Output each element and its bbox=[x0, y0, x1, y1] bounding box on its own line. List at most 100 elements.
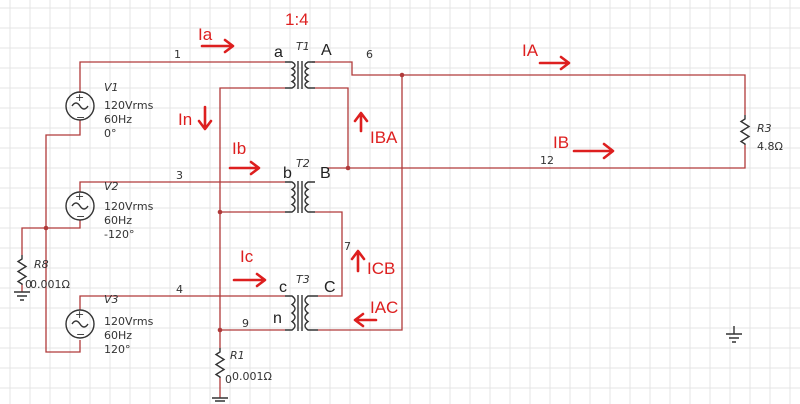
source-line: 60Hz bbox=[104, 113, 132, 126]
current-label: In bbox=[178, 110, 192, 129]
junction-node bbox=[43, 225, 49, 231]
terminal-label: c bbox=[279, 279, 287, 296]
wire-net-12[interactable] bbox=[327, 145, 746, 169]
source-line: 120° bbox=[104, 343, 131, 356]
transformer-labels: 1:4 T1 a A T2 b B T3 c C n bbox=[273, 10, 336, 327]
junction-node bbox=[399, 72, 405, 78]
wire-source-return[interactable] bbox=[45, 120, 81, 353]
arrow-right-icon bbox=[232, 272, 267, 288]
resistor-ref: R8 bbox=[34, 258, 49, 271]
voltage-source-v3[interactable]: + − bbox=[65, 308, 95, 341]
voltage-source-v2[interactable]: + − bbox=[65, 190, 95, 223]
transformer-ref: T1 bbox=[296, 40, 310, 53]
transformer-t3[interactable] bbox=[285, 295, 318, 331]
wire-net-3[interactable] bbox=[79, 181, 285, 192]
junction-node bbox=[217, 209, 223, 215]
wires bbox=[21, 61, 746, 398]
current-label: IAC bbox=[370, 298, 398, 317]
net-label: 4 bbox=[176, 283, 183, 296]
source-labels: V1 120Vrms 60Hz 0° V2 120Vrms 60Hz -120°… bbox=[104, 81, 154, 356]
source-line: 60Hz bbox=[104, 214, 132, 227]
wire-net-1[interactable] bbox=[79, 61, 285, 93]
net-label: 6 bbox=[366, 48, 373, 61]
arrow-right-icon bbox=[200, 38, 235, 54]
junctions bbox=[43, 72, 405, 333]
wire-net-7[interactable] bbox=[315, 211, 343, 297]
arrow-up-icon bbox=[350, 249, 366, 273]
transformer-t1[interactable] bbox=[285, 61, 315, 89]
svg-text:−: − bbox=[76, 111, 85, 124]
wire-t1-t2[interactable] bbox=[315, 87, 349, 168]
source-line: 60Hz bbox=[104, 329, 132, 342]
resistor-r1[interactable] bbox=[214, 348, 226, 378]
wire-v2-return[interactable] bbox=[46, 220, 81, 229]
resistor-value: 0.001Ω bbox=[30, 278, 70, 291]
wire-r8[interactable] bbox=[21, 227, 46, 255]
source-ref: V1 bbox=[104, 81, 119, 94]
resistor-r8[interactable] bbox=[16, 255, 28, 285]
terminal-label: B bbox=[320, 165, 331, 182]
resistor-value: 0.001Ω bbox=[232, 370, 272, 383]
wire-net-4[interactable] bbox=[79, 295, 285, 310]
node-label: 0 bbox=[25, 278, 32, 291]
resistor-labels: R3 4.8Ω R8 0.001Ω 0 R1 0.001Ω 0 bbox=[25, 122, 783, 386]
resistor-ref: R3 bbox=[757, 122, 772, 135]
current-label: ICB bbox=[367, 259, 395, 278]
wire-net-6[interactable] bbox=[312, 61, 746, 115]
net-label: 9 bbox=[242, 317, 249, 330]
resistor-value: 4.8Ω bbox=[757, 140, 783, 153]
turns-ratio: 1:4 bbox=[285, 10, 309, 29]
wire-return-a[interactable] bbox=[318, 75, 403, 331]
arrow-left-icon bbox=[353, 312, 378, 328]
svg-text:−: − bbox=[76, 210, 85, 223]
source-ref: V3 bbox=[104, 293, 119, 306]
junction-node bbox=[345, 165, 351, 171]
arrow-down-icon bbox=[197, 105, 213, 131]
source-line: -120° bbox=[104, 228, 134, 241]
net-label: 1 bbox=[174, 48, 181, 61]
terminal-label: A bbox=[321, 42, 332, 59]
net-label: 7 bbox=[344, 240, 351, 253]
voltage-source-v1[interactable]: + − bbox=[65, 91, 95, 124]
current-label: Ic bbox=[240, 247, 254, 266]
source-ref: V2 bbox=[104, 180, 119, 193]
current-label: IB bbox=[553, 133, 569, 152]
source-line: 120Vrms bbox=[104, 99, 154, 112]
arrow-right-icon bbox=[228, 160, 261, 176]
ground-icon bbox=[212, 397, 228, 402]
svg-text:−: − bbox=[76, 328, 85, 341]
transformer-ref: T2 bbox=[296, 157, 310, 170]
resistor-ref: R1 bbox=[230, 349, 245, 362]
node-label: 0 bbox=[225, 373, 232, 386]
transformer-t2[interactable] bbox=[285, 181, 315, 213]
arrow-right-icon bbox=[538, 55, 571, 71]
net-label: 12 bbox=[540, 154, 554, 167]
resistor-r3[interactable] bbox=[739, 115, 751, 145]
net-labels: 1 6 3 12 4 7 9 bbox=[174, 48, 554, 330]
transformer-ref: T3 bbox=[296, 273, 310, 286]
terminal-label: b bbox=[283, 165, 292, 182]
arrow-right-icon bbox=[572, 142, 615, 160]
source-line: 120Vrms bbox=[104, 200, 154, 213]
ground-icon bbox=[14, 291, 30, 301]
wire-primary-neutral-bus[interactable] bbox=[219, 87, 285, 330]
current-label: IA bbox=[522, 41, 539, 60]
svg-text:+: + bbox=[75, 308, 84, 321]
ground-icon bbox=[726, 326, 742, 343]
source-line: 0° bbox=[104, 127, 117, 140]
arrow-up-icon bbox=[353, 111, 369, 133]
svg-text:+: + bbox=[75, 91, 84, 104]
source-line: 120Vrms bbox=[104, 315, 154, 328]
net-label: 3 bbox=[176, 169, 183, 182]
junction-node bbox=[217, 327, 223, 333]
svg-text:+: + bbox=[75, 190, 84, 203]
current-annotations: Ia In Ib Ic IA IB IBA ICB IAC bbox=[178, 25, 615, 328]
terminal-label: C bbox=[324, 279, 336, 296]
terminal-label: n bbox=[273, 310, 282, 327]
current-label: Ib bbox=[232, 139, 246, 158]
current-label: Ia bbox=[198, 25, 213, 44]
terminal-label: a bbox=[274, 44, 283, 61]
